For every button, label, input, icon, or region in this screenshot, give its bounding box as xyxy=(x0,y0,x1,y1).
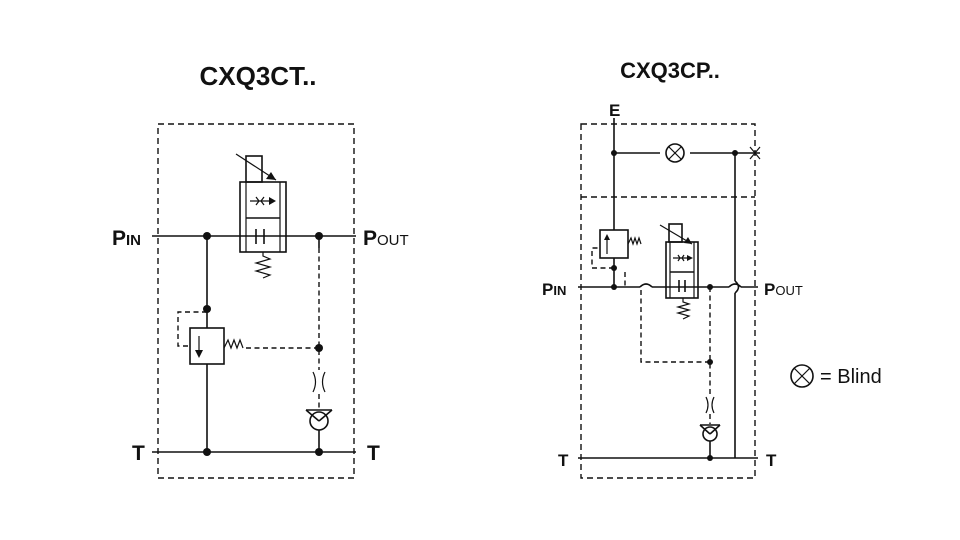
check-valve-icon xyxy=(305,409,333,431)
check-valve-icon xyxy=(699,424,721,442)
manifold-boundary-left xyxy=(157,123,355,479)
solenoid-valve-icon xyxy=(235,153,287,279)
internal-pilot-line-right xyxy=(591,247,614,269)
orifice-icon xyxy=(705,396,715,414)
relief-valve-icon xyxy=(599,229,642,259)
line-crossover xyxy=(639,283,653,288)
port-label-pout-right: POUT xyxy=(764,280,803,299)
junction-dot xyxy=(611,150,617,156)
port-label-t-left-right: T xyxy=(558,451,569,470)
blind-plug-icon xyxy=(790,364,814,388)
port-label-t-right: T xyxy=(367,442,380,465)
junction-dot xyxy=(203,232,211,240)
port-label-t-right-right: T xyxy=(766,451,777,470)
diagram-cxq3cp: CXQ3CP.. xyxy=(542,58,803,479)
junction-dot xyxy=(707,455,713,461)
junction-dot xyxy=(203,448,211,456)
orifice-icon xyxy=(312,371,326,393)
spring-pilot-line-right xyxy=(640,290,710,363)
line-crossover xyxy=(728,283,742,288)
junction-dot xyxy=(315,232,323,240)
port-label-pin-left: PIN xyxy=(112,227,141,250)
line-crossover xyxy=(734,280,740,294)
blind-plug-icon xyxy=(665,143,685,163)
junction-dot xyxy=(707,359,713,365)
junction-dot xyxy=(611,265,617,271)
junction-dot xyxy=(611,284,617,290)
internal-pilot-line xyxy=(177,311,207,347)
junction-dot xyxy=(203,305,211,313)
port-label-pin-right: PIN xyxy=(542,280,566,299)
plug-cross-icon xyxy=(749,146,761,160)
junction-dot xyxy=(315,448,323,456)
solenoid-valve-icon xyxy=(659,223,699,320)
diagram-title-right: CXQ3CP.. xyxy=(620,58,720,83)
port-label-t-left: T xyxy=(132,442,145,465)
legend: = Blind xyxy=(790,364,882,388)
port-label-e: E xyxy=(609,101,620,120)
legend-text: = Blind xyxy=(820,366,882,388)
diagram-cxq3ct: CXQ3CT.. xyxy=(112,61,409,479)
junction-dot xyxy=(315,344,323,352)
relief-valve-icon xyxy=(189,327,244,365)
port-label-pout-left: POUT xyxy=(363,227,409,250)
diagram-title-left: CXQ3CT.. xyxy=(199,61,316,91)
manifold-boundary-right xyxy=(580,123,756,479)
